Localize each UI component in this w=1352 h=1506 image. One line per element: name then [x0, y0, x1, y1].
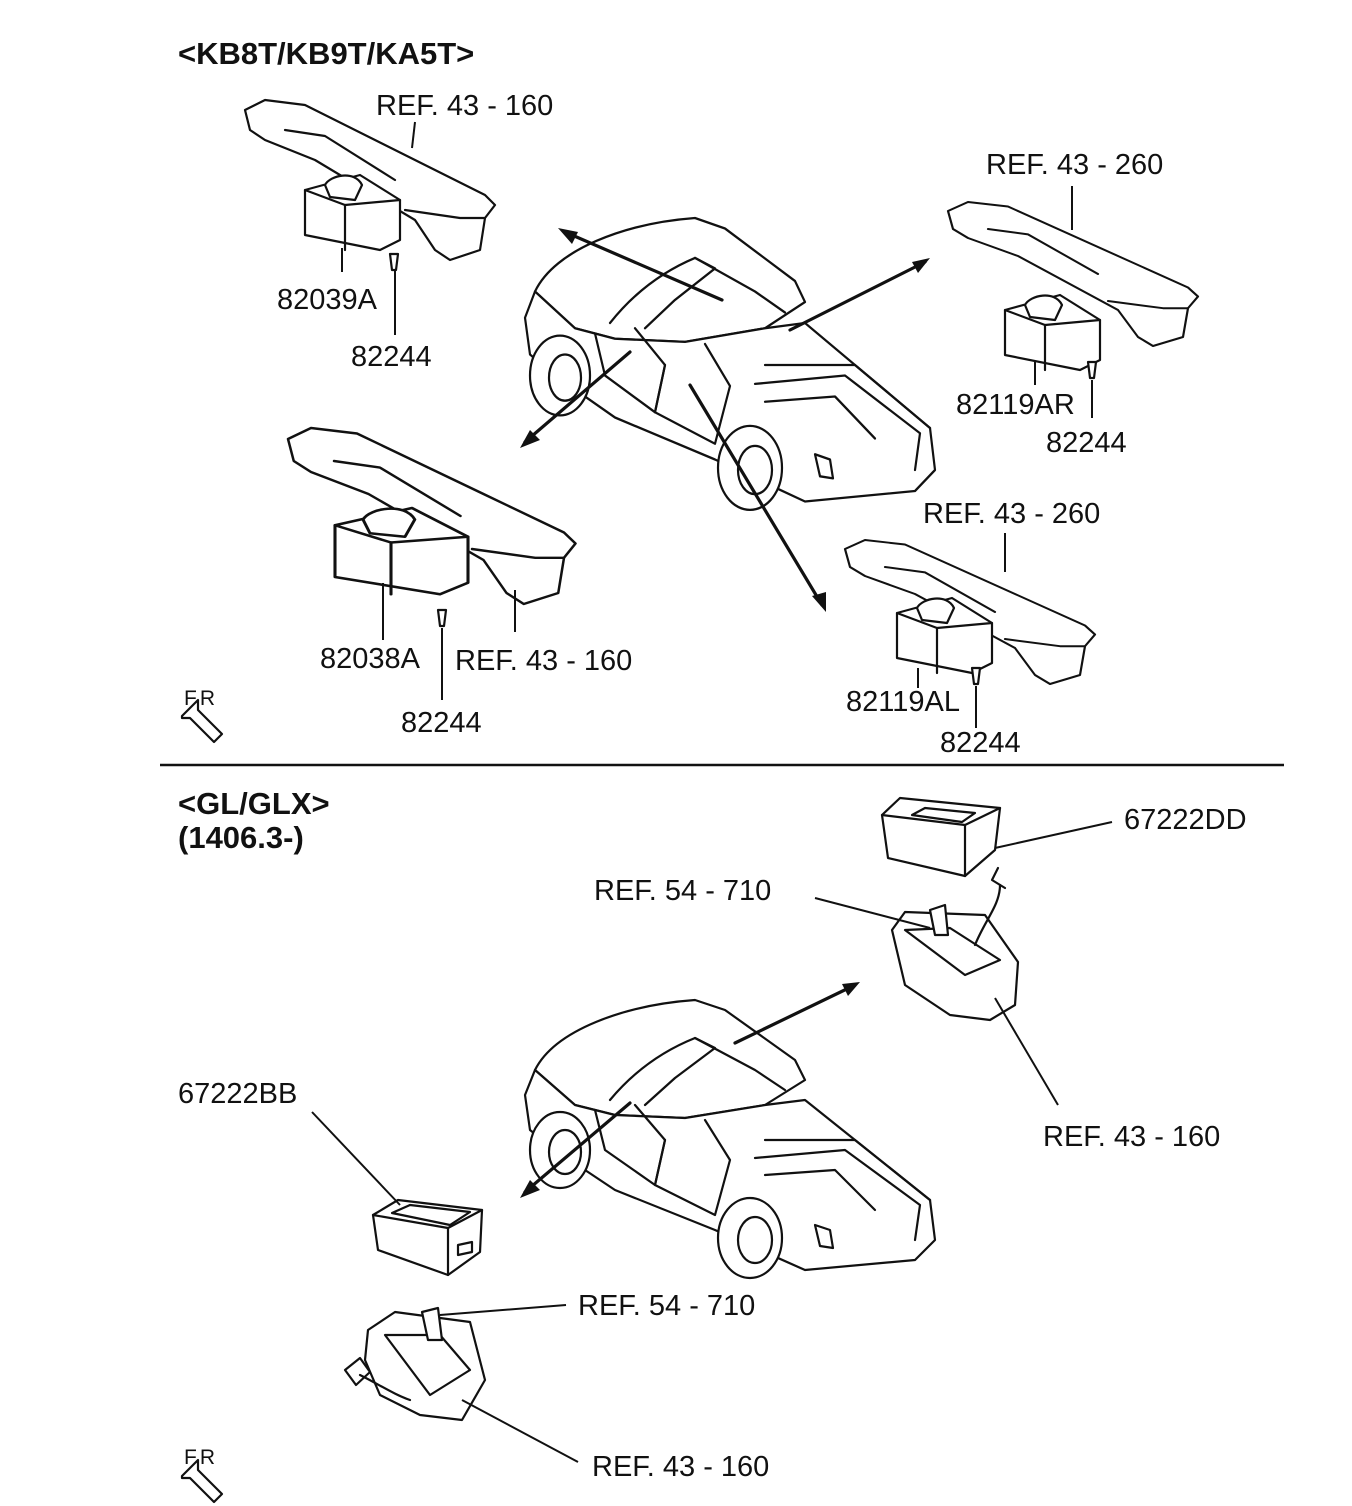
label-ref-54-710-b: REF. 54 - 710	[578, 1290, 756, 1322]
label-ref-54-710-a: REF. 54 - 710	[594, 875, 772, 907]
section-title-bottom: <GL/GLX>	[178, 786, 330, 821]
label-82038A: 82038A	[320, 643, 420, 675]
label-82119AR: 82119AR	[956, 389, 1075, 421]
label-ref-43-160-a: REF. 43 - 160	[376, 90, 554, 122]
orientation-label-top: FR	[184, 687, 218, 710]
label-82244-d: 82244	[940, 727, 1021, 759]
bezel-rear	[890, 883, 1020, 1022]
section-subtitle-bottom: (1406.3-)	[178, 820, 304, 855]
label-82039A: 82039A	[277, 284, 377, 316]
label-82244-a: 82244	[351, 341, 432, 373]
label-ref-43-260-b: REF. 43 - 260	[923, 498, 1101, 530]
front-arrow-icon-top	[180, 698, 224, 744]
orientation-label-bottom: FR	[184, 1446, 218, 1469]
label-82244-c: 82244	[401, 707, 482, 739]
bezel-front	[343, 1306, 487, 1422]
switch-67222BB	[371, 1198, 484, 1277]
screw-82244-a	[388, 252, 400, 272]
label-ref-43-160-b: REF. 43 - 160	[455, 645, 633, 677]
label-ref-43-160-d: REF. 43 - 160	[592, 1451, 770, 1483]
front-arrow-icon-bottom	[180, 1458, 224, 1504]
label-67222BB: 67222BB	[178, 1078, 298, 1110]
label-67222DD: 67222DD	[1124, 804, 1247, 836]
label-ref-43-160-c: REF. 43 - 160	[1043, 1121, 1221, 1153]
label-ref-43-260-a: REF. 43 - 260	[986, 149, 1164, 181]
arrows-bottom	[520, 982, 860, 1198]
vehicle-top	[523, 216, 937, 512]
label-82244-b: 82244	[1046, 427, 1127, 459]
switch-82119AR	[1003, 293, 1102, 372]
switch-67222DD	[880, 796, 1007, 890]
section-title-top: <KB8T/KB9T/KA5T>	[178, 36, 475, 71]
arrows-top	[520, 228, 930, 612]
label-82119AL: 82119AL	[846, 686, 960, 718]
